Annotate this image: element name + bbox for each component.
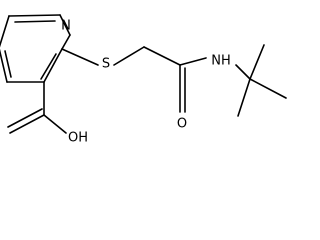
bond-ring-c4-c5-inner: [4, 50, 12, 78]
bond-tbu-methyl-right: [249, 78, 287, 99]
bond-nh-tbu: [235, 64, 251, 80]
bond-carbonyl-inner: [7, 108, 43, 128]
bond-tbu-methyl-up: [249, 44, 265, 80]
atom-label-sulfur: S: [102, 57, 110, 72]
bond-ch2-co: [143, 46, 181, 66]
tert-butyl-group: [237, 44, 287, 117]
atom-label-amide-nitrogen: NH: [211, 54, 231, 69]
bond-ring-c2-c3: [43, 48, 63, 83]
bond-ring-c2-c3-inner: [40, 53, 57, 80]
structure-diagram: N S NH O OH: [0, 14, 287, 146]
bond-tbu-methyl-down: [237, 78, 251, 117]
bond-ring-c5-c6: [0, 15, 10, 48]
bond-ring-c6-n-inner: [14, 20, 56, 23]
bond-co-nh: [179, 57, 207, 66]
atom-label-ring-nitrogen: N: [61, 19, 71, 34]
amide-group: [143, 46, 251, 113]
bond-s-ch2: [113, 46, 145, 66]
atom-label-carbonyl-oxygen: O: [177, 117, 187, 132]
bond-carbonyl-outer: [9, 114, 45, 134]
bond-ring-c4-c5: [0, 48, 8, 83]
bond-ring-s: [61, 48, 99, 66]
bond-ring-n-c2: [61, 34, 71, 50]
carboxylic-acid-group: [7, 81, 67, 134]
pyridine-ring: [0, 14, 71, 83]
thioether-linker: [61, 46, 145, 66]
atom-labels: N S NH O OH: [61, 19, 231, 146]
atom-label-hydroxyl: OH: [68, 131, 88, 146]
bond-ring-n-c2b: [59, 14, 71, 36]
bond-c-oh: [43, 114, 67, 134]
bond-ring-c6-n: [8, 14, 61, 17]
